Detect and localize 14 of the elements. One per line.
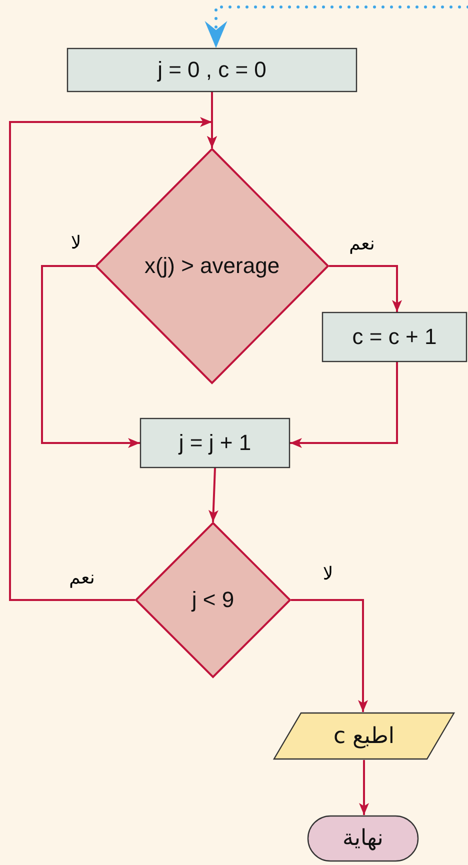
node-text: j = j + 1 [178, 430, 252, 456]
process-box [322, 312, 467, 362]
terminal-box [307, 815, 419, 862]
node-text: x(j) > average [144, 253, 280, 279]
output-parallelogram [273, 712, 455, 760]
decision-diamond [95, 148, 329, 384]
process-box [67, 48, 357, 92]
node-text: اطبع c [333, 724, 395, 748]
node-text: c = c + 1 [352, 324, 437, 350]
node-text: نهاية [342, 826, 384, 851]
node-text: j < 9 [192, 587, 234, 613]
decision-diamond [135, 522, 291, 678]
node-text: j = 0 , c = 0 [158, 57, 266, 83]
process-box [140, 418, 290, 468]
